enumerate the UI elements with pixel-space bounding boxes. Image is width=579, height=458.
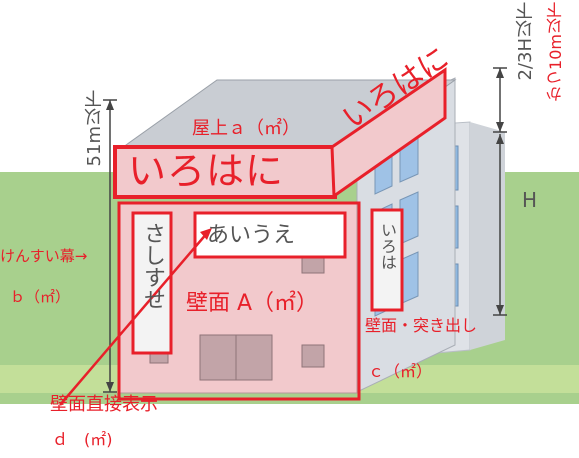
wall-sign-text: あいうえ bbox=[207, 223, 296, 248]
height-limit-10m: かつ10m以下 bbox=[546, 2, 565, 102]
projecting-sign-frame bbox=[370, 208, 404, 312]
height-limit-51m: 51m以下 bbox=[84, 90, 105, 167]
banner-text: さしすせ bbox=[140, 222, 165, 310]
wall-a-frame bbox=[117, 201, 361, 401]
direct-display-area: ｄ (㎡) bbox=[52, 430, 113, 449]
banner-area: ｂ（㎡） bbox=[10, 288, 71, 306]
banner-frame bbox=[131, 211, 173, 355]
rear-building-side bbox=[470, 122, 505, 350]
projecting-label: 壁面・突き出し bbox=[365, 316, 478, 335]
height-h-label: H bbox=[522, 188, 538, 212]
wall-sign-frame bbox=[193, 211, 347, 259]
wall-area-label: 壁面 A（㎡） bbox=[186, 291, 319, 316]
direct-display-arrowhead bbox=[200, 228, 212, 240]
direct-display-label: 壁面直接表示 bbox=[50, 394, 158, 415]
projecting-area: ｃ（㎡） bbox=[368, 362, 433, 381]
roof-sign-side-frame bbox=[330, 67, 447, 199]
dimension-arrowheads bbox=[106, 68, 504, 392]
roof-sign-text: いろはに bbox=[128, 149, 285, 193]
direct-display-arrow bbox=[59, 231, 209, 406]
banner-label: けんすい幕→ bbox=[0, 247, 88, 265]
projecting-sign-text: いろは bbox=[378, 222, 397, 270]
rooftop-label: 屋上ａ（㎡） bbox=[192, 118, 300, 139]
front-windows bbox=[149, 254, 325, 381]
height-limit-two-thirds: 2/3H以下 bbox=[515, 2, 536, 81]
